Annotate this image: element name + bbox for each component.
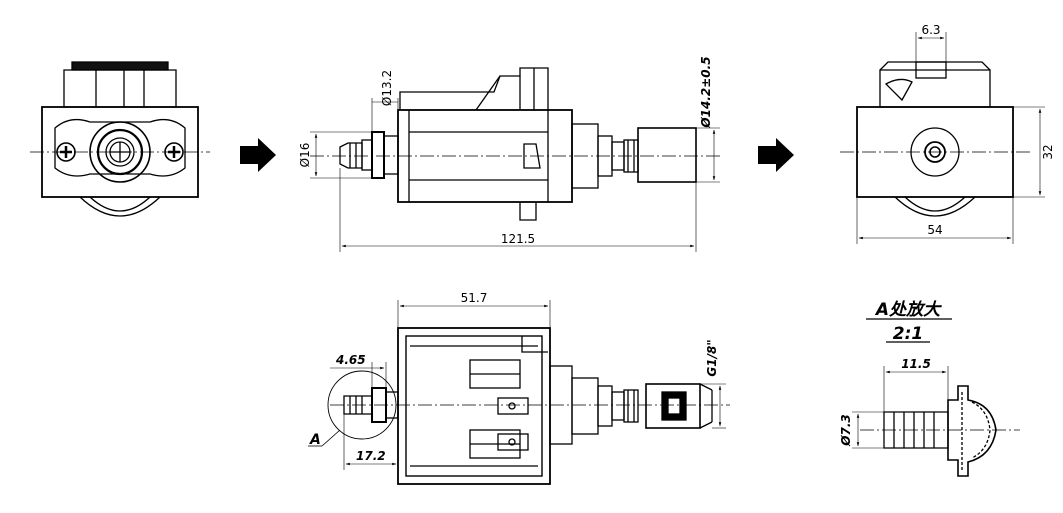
body-diameter-label: Ø16 (298, 143, 312, 168)
width-label: 54 (927, 223, 942, 237)
body-length-label: 51.7 (461, 291, 488, 305)
arrow-right-icon (240, 138, 276, 172)
overall-length-label: 121.5 (501, 232, 535, 246)
detail-title: A处放大 (874, 300, 942, 320)
end-view (840, 32, 1045, 244)
section-view (308, 300, 730, 485)
height-label: 32 (1041, 144, 1055, 159)
detail-diameter-label: Ø7.3 (839, 414, 853, 446)
thread-label: G1/8" (705, 339, 719, 376)
front-view (30, 61, 210, 217)
side-view (310, 67, 720, 252)
outlet-diameter-label: Ø14.2±0.5 (699, 56, 713, 128)
nozzle-offset-label: 4.65 (335, 353, 366, 367)
detail-scale: 2:1 (893, 324, 923, 344)
inlet-diameter-label: Ø13.2 (380, 70, 394, 106)
detail-view (852, 366, 1020, 477)
nozzle-length-label: 17.2 (356, 449, 386, 463)
tab-width-label: 6.3 (921, 23, 940, 37)
detail-length-label: 11.5 (901, 357, 931, 371)
detail-marker-label: A (309, 432, 321, 448)
arrow-right-icon (758, 138, 794, 172)
